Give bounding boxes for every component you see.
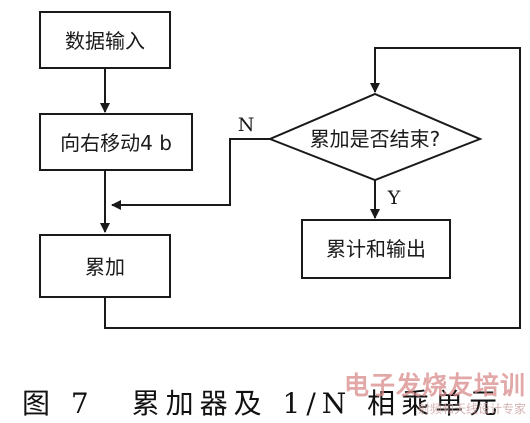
node-accum-done-diamond <box>267 92 483 182</box>
edge-label-no: N <box>238 114 255 136</box>
node-accumulate-label: 累加 <box>85 255 125 279</box>
node-shift-right-box <box>39 113 193 171</box>
node-sum-output-box <box>301 219 451 279</box>
watermark-sub-text: 射频和天线设计专家 <box>417 402 526 416</box>
node-accumulate-box <box>39 234 171 298</box>
node-data-input-label: 数据输入 <box>65 29 145 53</box>
watermark-logo: 电子发烧友培训 射频和天线设计专家 <box>344 366 526 417</box>
edge-loop-back <box>104 47 521 329</box>
caption-title: 累加器及 1/N 相乘单元 <box>131 387 504 420</box>
node-sum-output-label: 累计和输出 <box>326 237 426 261</box>
watermark-main-text: 电子发烧友培训 <box>343 371 526 400</box>
node-data-input-box <box>39 11 171 69</box>
node-accum-done-label: 累加是否结束? <box>310 127 441 151</box>
flowchart: 数据输入 向右移动4 b 累加 累加是否结束? 累计和输出 N Y <box>39 11 521 329</box>
node-shift-right-label: 向右移动4 b <box>60 131 172 155</box>
edge-no-branch <box>111 138 270 210</box>
caption-figure-number: 图 7 <box>22 387 95 420</box>
figure-caption: 图 7 累加器及 1/N 相乘单元 <box>0 382 530 422</box>
edge-label-yes: Y <box>387 187 401 209</box>
